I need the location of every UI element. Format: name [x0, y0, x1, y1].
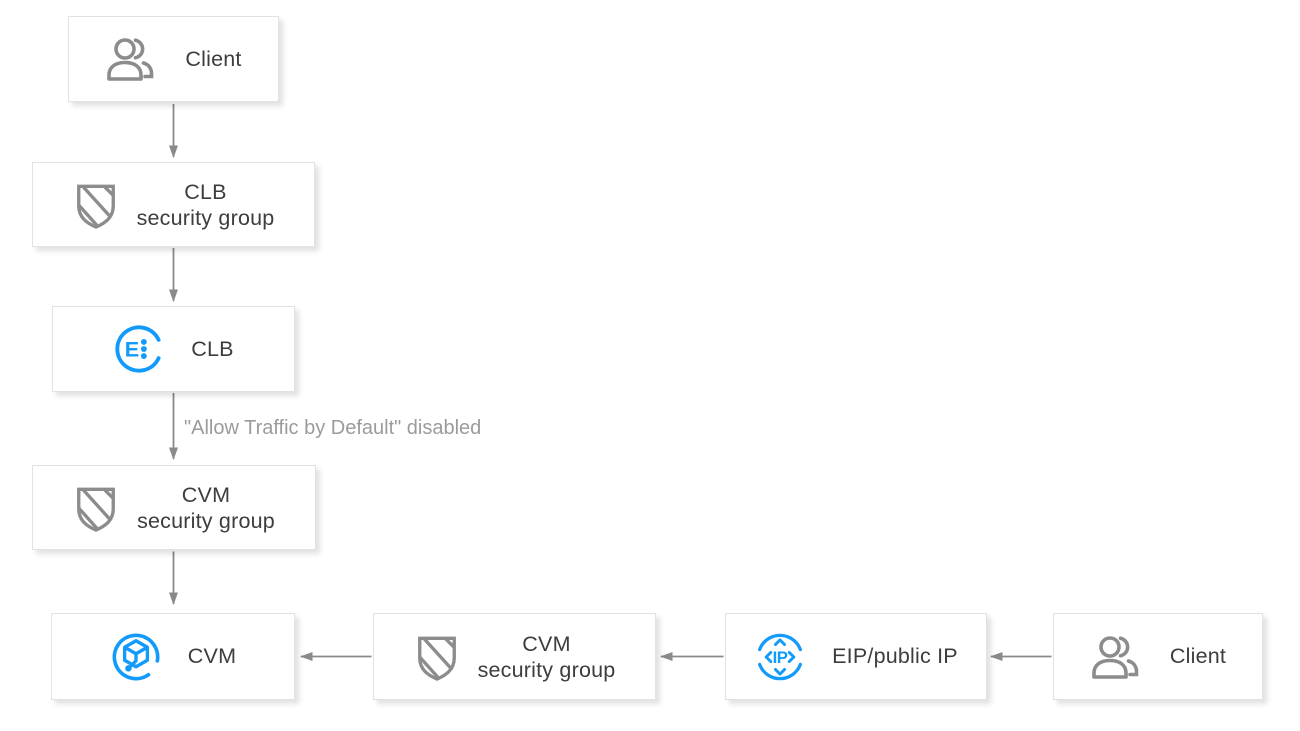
node-eip: IP EIP/public IP	[725, 613, 987, 700]
node-cvm: CVM	[51, 613, 295, 700]
node-clb: E CLB	[52, 306, 295, 392]
node-label: CVM security group	[137, 482, 275, 533]
node-clb-security-group: CLB security group	[32, 162, 315, 247]
client-icon	[105, 35, 159, 83]
node-label: CVM security group	[477, 631, 616, 682]
node-label: Client	[185, 46, 242, 71]
svg-text:IP: IP	[773, 647, 788, 666]
security-shield-icon	[73, 180, 119, 230]
node-label: EIP/public IP	[832, 644, 958, 668]
client-icon	[1090, 633, 1144, 681]
edge-annotation: "Allow Traffic by Default" disabled	[184, 417, 482, 439]
node-client-top: Client	[68, 16, 279, 102]
svg-text:E: E	[125, 337, 139, 362]
clb-load-balancer-icon: E	[113, 323, 165, 375]
node-label: CLB security group	[136, 179, 275, 230]
node-label: Client	[1169, 644, 1227, 668]
node-label: CLB	[191, 336, 234, 361]
security-shield-icon	[414, 632, 460, 682]
cvm-server-icon	[110, 631, 162, 683]
node-cvm-security-group-left: CVM security group	[32, 465, 316, 550]
node-client-bottom: Client	[1053, 613, 1263, 700]
security-shield-icon	[73, 483, 119, 533]
node-cvm-security-group-bottom: CVM security group	[373, 613, 656, 700]
node-label: CVM	[187, 644, 237, 668]
eip-icon: IP	[754, 631, 806, 683]
